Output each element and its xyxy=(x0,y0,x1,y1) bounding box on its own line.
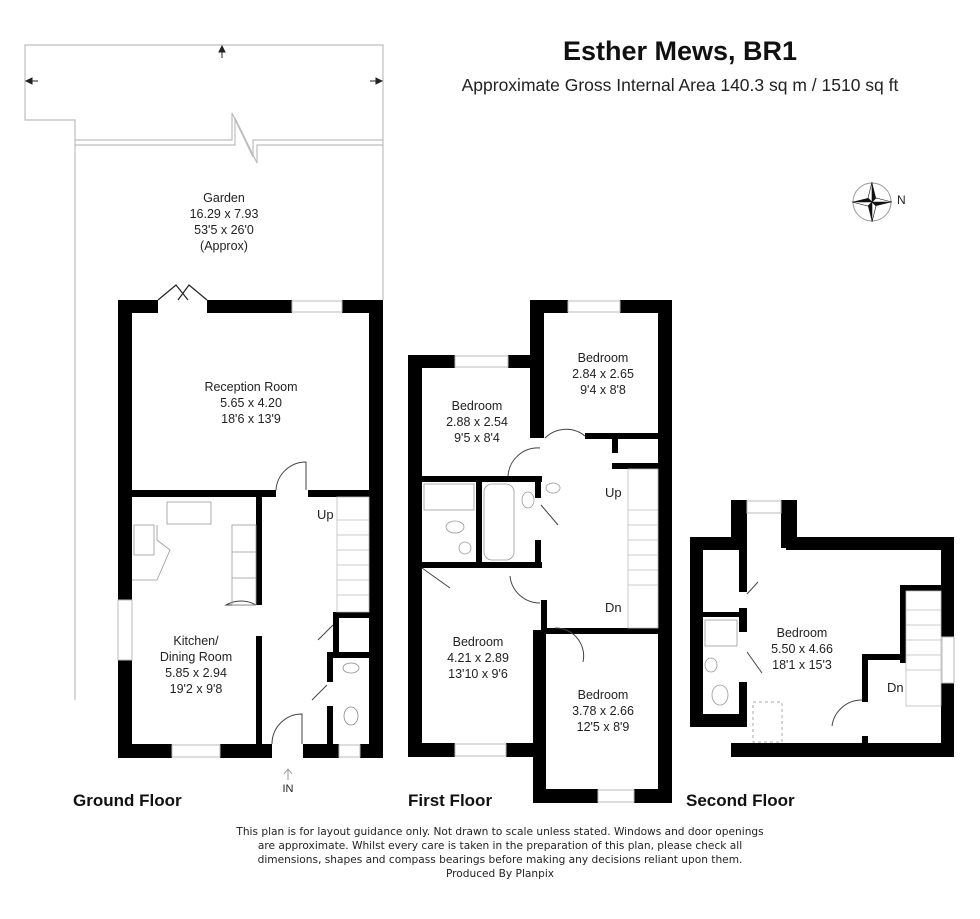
bedroom2-name: Bedroom xyxy=(578,351,629,365)
gross-area: Approximate Gross Internal Area 140.3 sq… xyxy=(461,75,899,95)
bathroom-fittings xyxy=(423,482,561,561)
first-stairs-down-label: Dn xyxy=(605,600,622,615)
disclaimer-line-2: are approximate. Whilst every care is ta… xyxy=(257,840,743,852)
kitchen-fittings xyxy=(132,501,257,606)
garden-metric: 16.29 x 7.93 xyxy=(190,207,259,221)
second-door-swings xyxy=(746,581,863,727)
property-title: Esther Mews, BR1 xyxy=(562,36,798,66)
ground-stairs xyxy=(336,496,370,613)
bedroom2-metric: 2.84 x 2.65 xyxy=(572,367,634,381)
bedroom1-imperial: 9'5 x 8'4 xyxy=(454,431,500,445)
bedroom3-name: Bedroom xyxy=(453,635,504,649)
kitchen-imperial: 19'2 x 9'8 xyxy=(170,682,223,696)
bedroom3-metric: 4.21 x 2.89 xyxy=(447,651,509,665)
bedroom3-window xyxy=(454,743,507,757)
entrance-arrow-icon xyxy=(283,768,293,780)
reception-window xyxy=(291,300,343,313)
second-bedroom-metric: 5.50 x 4.66 xyxy=(771,642,833,656)
ground-door-swings xyxy=(224,461,334,745)
ground-floor-walls xyxy=(118,300,383,758)
kitchen-name-line1: Kitchen/ xyxy=(173,634,219,648)
bedroom1-name: Bedroom xyxy=(452,399,503,413)
second-floor-label: Second Floor xyxy=(686,791,795,810)
ground-stairs-up-label: Up xyxy=(317,507,334,522)
bedroom1-metric: 2.88 x 2.54 xyxy=(446,415,508,429)
kitchen-window xyxy=(117,599,133,661)
compass-rose-icon xyxy=(851,181,893,223)
second-floor-side-window xyxy=(941,636,955,684)
garden-imperial: 53'5 x 26'0 xyxy=(194,223,254,237)
ground-floor-label: Ground Floor xyxy=(73,791,182,810)
ensuite-fittings xyxy=(704,619,738,706)
disclaimer-line-3: dimensions, shapes and compass bearings … xyxy=(257,854,743,866)
second-floor-skylight-window xyxy=(746,500,782,514)
second-floor-walls xyxy=(690,500,954,757)
reception-room-imperial: 18'6 x 13'9 xyxy=(221,412,281,426)
bedroom4-name: Bedroom xyxy=(578,688,629,702)
disclaimer-line-1: This plan is for layout guidance only. N… xyxy=(236,826,764,838)
second-stairs-down-label: Dn xyxy=(887,680,904,695)
reception-room-name: Reception Room xyxy=(204,380,297,394)
reception-room-metric: 5.65 x 4.20 xyxy=(220,396,282,410)
entrance-label: IN xyxy=(283,783,294,795)
first-stairs xyxy=(627,468,659,629)
bedroom1-window xyxy=(454,355,509,368)
kitchen-metric: 5.85 x 2.94 xyxy=(165,666,227,680)
producer-credit: Produced By Planpix xyxy=(445,868,555,880)
loft-hatch xyxy=(752,701,783,743)
bedroom4-imperial: 12'5 x 8'9 xyxy=(577,720,630,734)
disclaimer: This plan is for layout guidance only. N… xyxy=(220,825,780,881)
first-door-swings xyxy=(421,428,586,663)
garden-outline xyxy=(24,44,384,700)
bedroom3-imperial: 13'10 x 9'6 xyxy=(448,667,508,681)
kitchen-front-window xyxy=(171,744,221,758)
bedroom4-window xyxy=(597,789,635,803)
first-stairs-up-label: Up xyxy=(605,485,622,500)
first-floor-walls xyxy=(408,300,672,803)
second-bedroom-name: Bedroom xyxy=(777,626,828,640)
bedroom2-window xyxy=(567,300,621,313)
kitchen-name-line2: Dining Room xyxy=(160,650,232,664)
garden-approx-note: (Approx) xyxy=(200,239,248,253)
first-floor-label: First Floor xyxy=(408,791,493,810)
compass-north-label: N xyxy=(897,193,906,207)
second-bedroom-imperial: 18'1 x 15'3 xyxy=(772,658,832,672)
wc-window xyxy=(338,744,361,758)
bedroom2-imperial: 9'4 x 8'8 xyxy=(580,383,626,397)
bedroom4-metric: 3.78 x 2.66 xyxy=(572,704,634,718)
garden-name: Garden xyxy=(203,191,245,205)
french-doors xyxy=(157,284,208,301)
second-stairs xyxy=(905,590,942,707)
garden-dimension-arrows xyxy=(24,44,384,85)
